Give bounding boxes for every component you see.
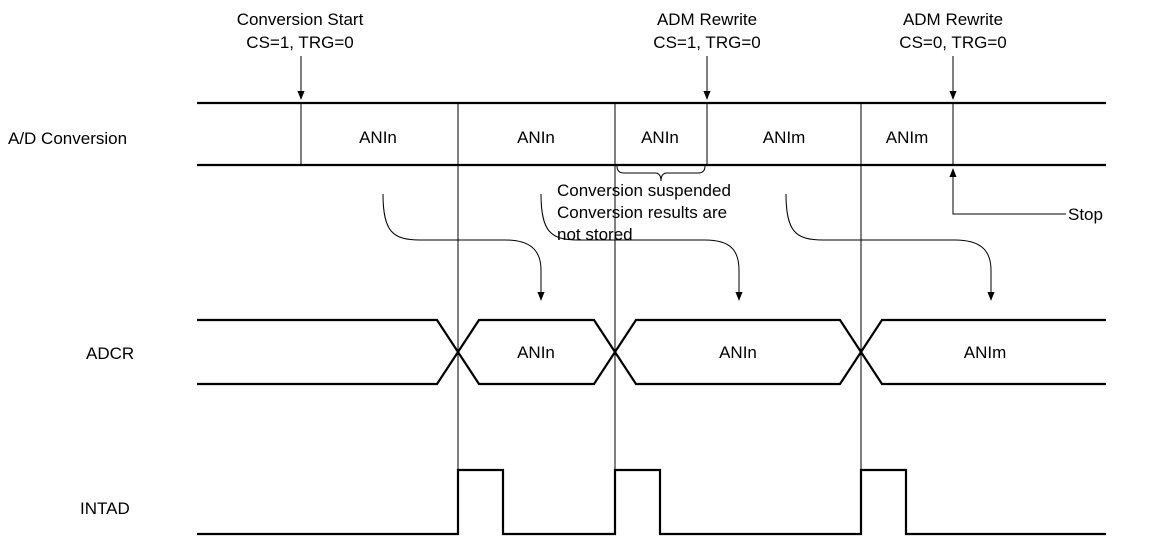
ad-cell-2: ANIn <box>517 128 555 147</box>
ad-cell-3: ANIn <box>641 128 679 147</box>
signal-label-ad: A/D Conversion <box>8 129 127 148</box>
note-suspended-3: not stored <box>557 225 633 244</box>
adcr-cell-2: ANIn <box>719 343 757 362</box>
transfer-arrow-1 <box>382 193 545 301</box>
note-stop: Stop <box>1068 205 1103 224</box>
note-suspended-2: Conversion results are <box>557 203 727 222</box>
transfer-arrow-3 <box>785 193 995 301</box>
event-start-label-1: Conversion Start <box>237 10 364 29</box>
ad-cell-4: ANIm <box>763 128 806 147</box>
signal-label-adcr: ADCR <box>86 344 134 363</box>
event-rewrite1-label-2: CS=1, TRG=0 <box>653 33 760 52</box>
ad-cell-1: ANIn <box>359 128 397 147</box>
event-rewrite2-label-1: ADM Rewrite <box>903 10 1003 29</box>
ad-cell-5: ANIm <box>886 128 929 147</box>
adcr-band <box>197 318 1106 386</box>
note-suspended-1: Conversion suspended <box>557 181 731 200</box>
timing-guides <box>457 103 862 470</box>
signal-label-intad: INTAD <box>80 499 130 518</box>
suspended-brace <box>616 165 706 182</box>
adcr-cell-1: ANIn <box>517 343 555 362</box>
event-rewrite1-label-1: ADM Rewrite <box>657 10 757 29</box>
intad-waveform <box>197 468 1106 536</box>
event-start-label-2: CS=1, TRG=0 <box>246 33 353 52</box>
ad-conversion-band <box>197 101 1106 167</box>
adcr-cell-3: ANIm <box>964 343 1007 362</box>
stop-arrow <box>949 168 1066 215</box>
transfer-arrow-2 <box>540 193 743 301</box>
event-rewrite2-label-2: CS=0, TRG=0 <box>899 33 1006 52</box>
